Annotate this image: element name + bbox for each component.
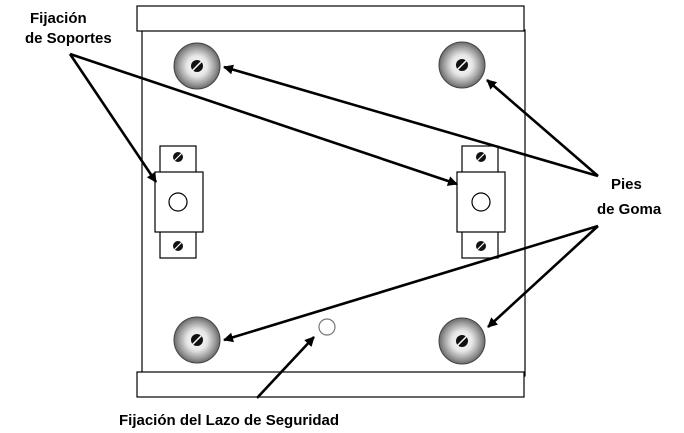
rubber-foot-bottom-right <box>438 317 486 365</box>
arrow-bracket-right <box>69 52 458 186</box>
bottom-rail <box>136 371 525 398</box>
mount-hole-icon <box>471 192 491 212</box>
bracket-mount-left <box>154 145 204 259</box>
label-rubber-feet-line1: Pies <box>611 176 642 193</box>
security-loop-hole <box>318 318 336 336</box>
rubber-foot-top-left <box>173 42 221 90</box>
label-bracket-mount-line1: Fijación <box>30 10 87 27</box>
arrow-foot-bottom-left <box>223 224 599 343</box>
rubber-foot-top-right <box>438 41 486 89</box>
arrow-foot-top-right <box>486 79 599 177</box>
arrow-foot-bottom-right <box>487 225 599 328</box>
callout-arrows <box>68 52 599 399</box>
top-rail <box>136 5 525 32</box>
label-bracket-mount-line2: de Soportes <box>25 30 112 47</box>
rubber-foot-bottom-left <box>173 316 221 364</box>
arrow-foot-top-left <box>223 64 599 178</box>
bracket-mount-right <box>456 145 506 259</box>
label-rubber-feet-line2: de Goma <box>597 201 662 218</box>
arrow-security-loop <box>256 336 315 399</box>
mount-hole-icon <box>168 192 188 212</box>
arrow-bracket-left <box>68 53 158 183</box>
label-security-loop: Fijación del Lazo de Seguridad <box>119 412 339 429</box>
